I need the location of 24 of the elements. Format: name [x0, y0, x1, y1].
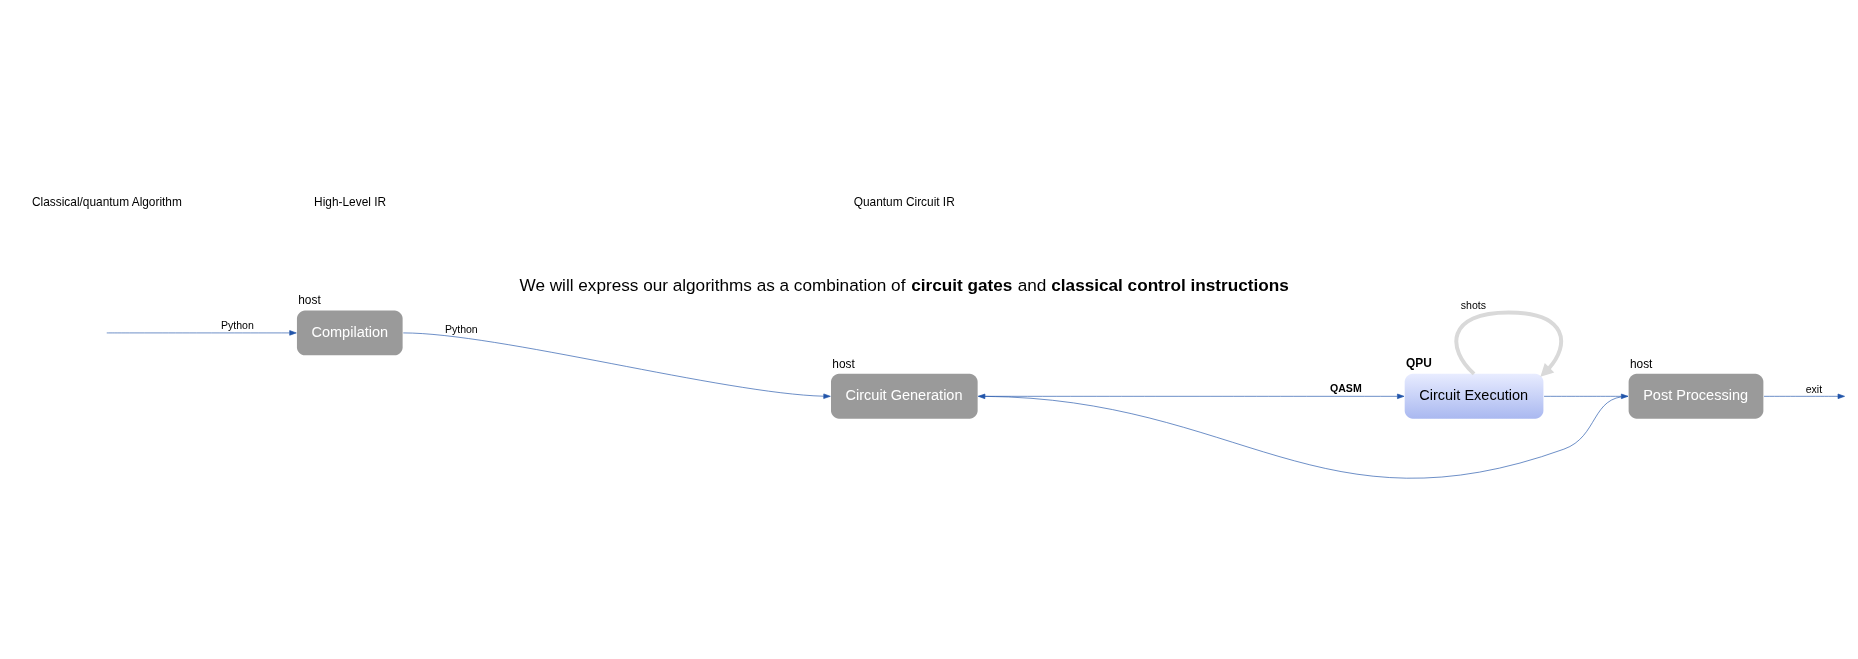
arrow — [402, 332, 831, 399]
node-box: Circuit Generation — [831, 373, 978, 419]
edge-label: exit — [1805, 382, 1823, 395]
node-box: Compilation — [296, 309, 403, 355]
node-label: host — [1629, 356, 1653, 371]
label: High-Level IR — [314, 194, 387, 209]
arrow — [977, 393, 1629, 478]
node-box: Post Processing — [1628, 373, 1764, 419]
node-label: QPU — [1406, 355, 1432, 370]
edge-label: Python — [444, 322, 478, 335]
node-label: host — [832, 356, 855, 371]
node-box: Circuit Execution — [1404, 373, 1544, 419]
label: We will express our algorithms as a combination of circuit gates and classical control instructions — [519, 274, 1289, 295]
edge-label: Python — [220, 318, 254, 331]
edge-label: shots — [1460, 298, 1487, 311]
arrow — [1543, 393, 1629, 399]
arrow — [1763, 393, 1845, 399]
edge-label: QASM — [1330, 381, 1362, 394]
arrow — [977, 393, 1405, 399]
arrow — [1454, 309, 1564, 377]
label: Quantum Circuit IR — [853, 194, 955, 209]
arrow — [106, 329, 297, 336]
label: Classical/quantum Algorithm — [32, 194, 182, 209]
node-label: host — [298, 292, 321, 307]
